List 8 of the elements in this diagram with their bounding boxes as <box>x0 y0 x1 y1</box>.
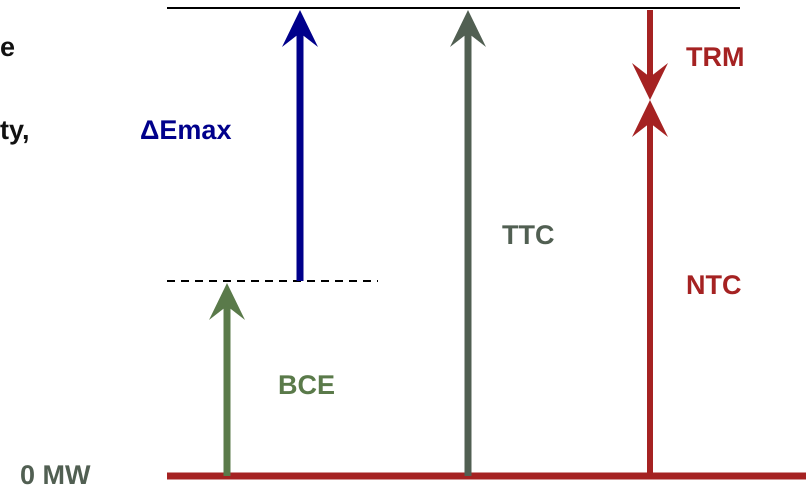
quantity-label: TRM <box>686 44 744 71</box>
axis-value-label: 0 MW <box>20 462 90 489</box>
quantity-label: ΔEmax <box>140 117 232 144</box>
quantity-label: TTC <box>502 222 554 249</box>
quantity-label: NTC <box>686 272 742 299</box>
text-fragment: e <box>0 34 16 61</box>
quantity-label: BCE <box>278 372 336 399</box>
text-fragment: ty, <box>0 117 30 144</box>
